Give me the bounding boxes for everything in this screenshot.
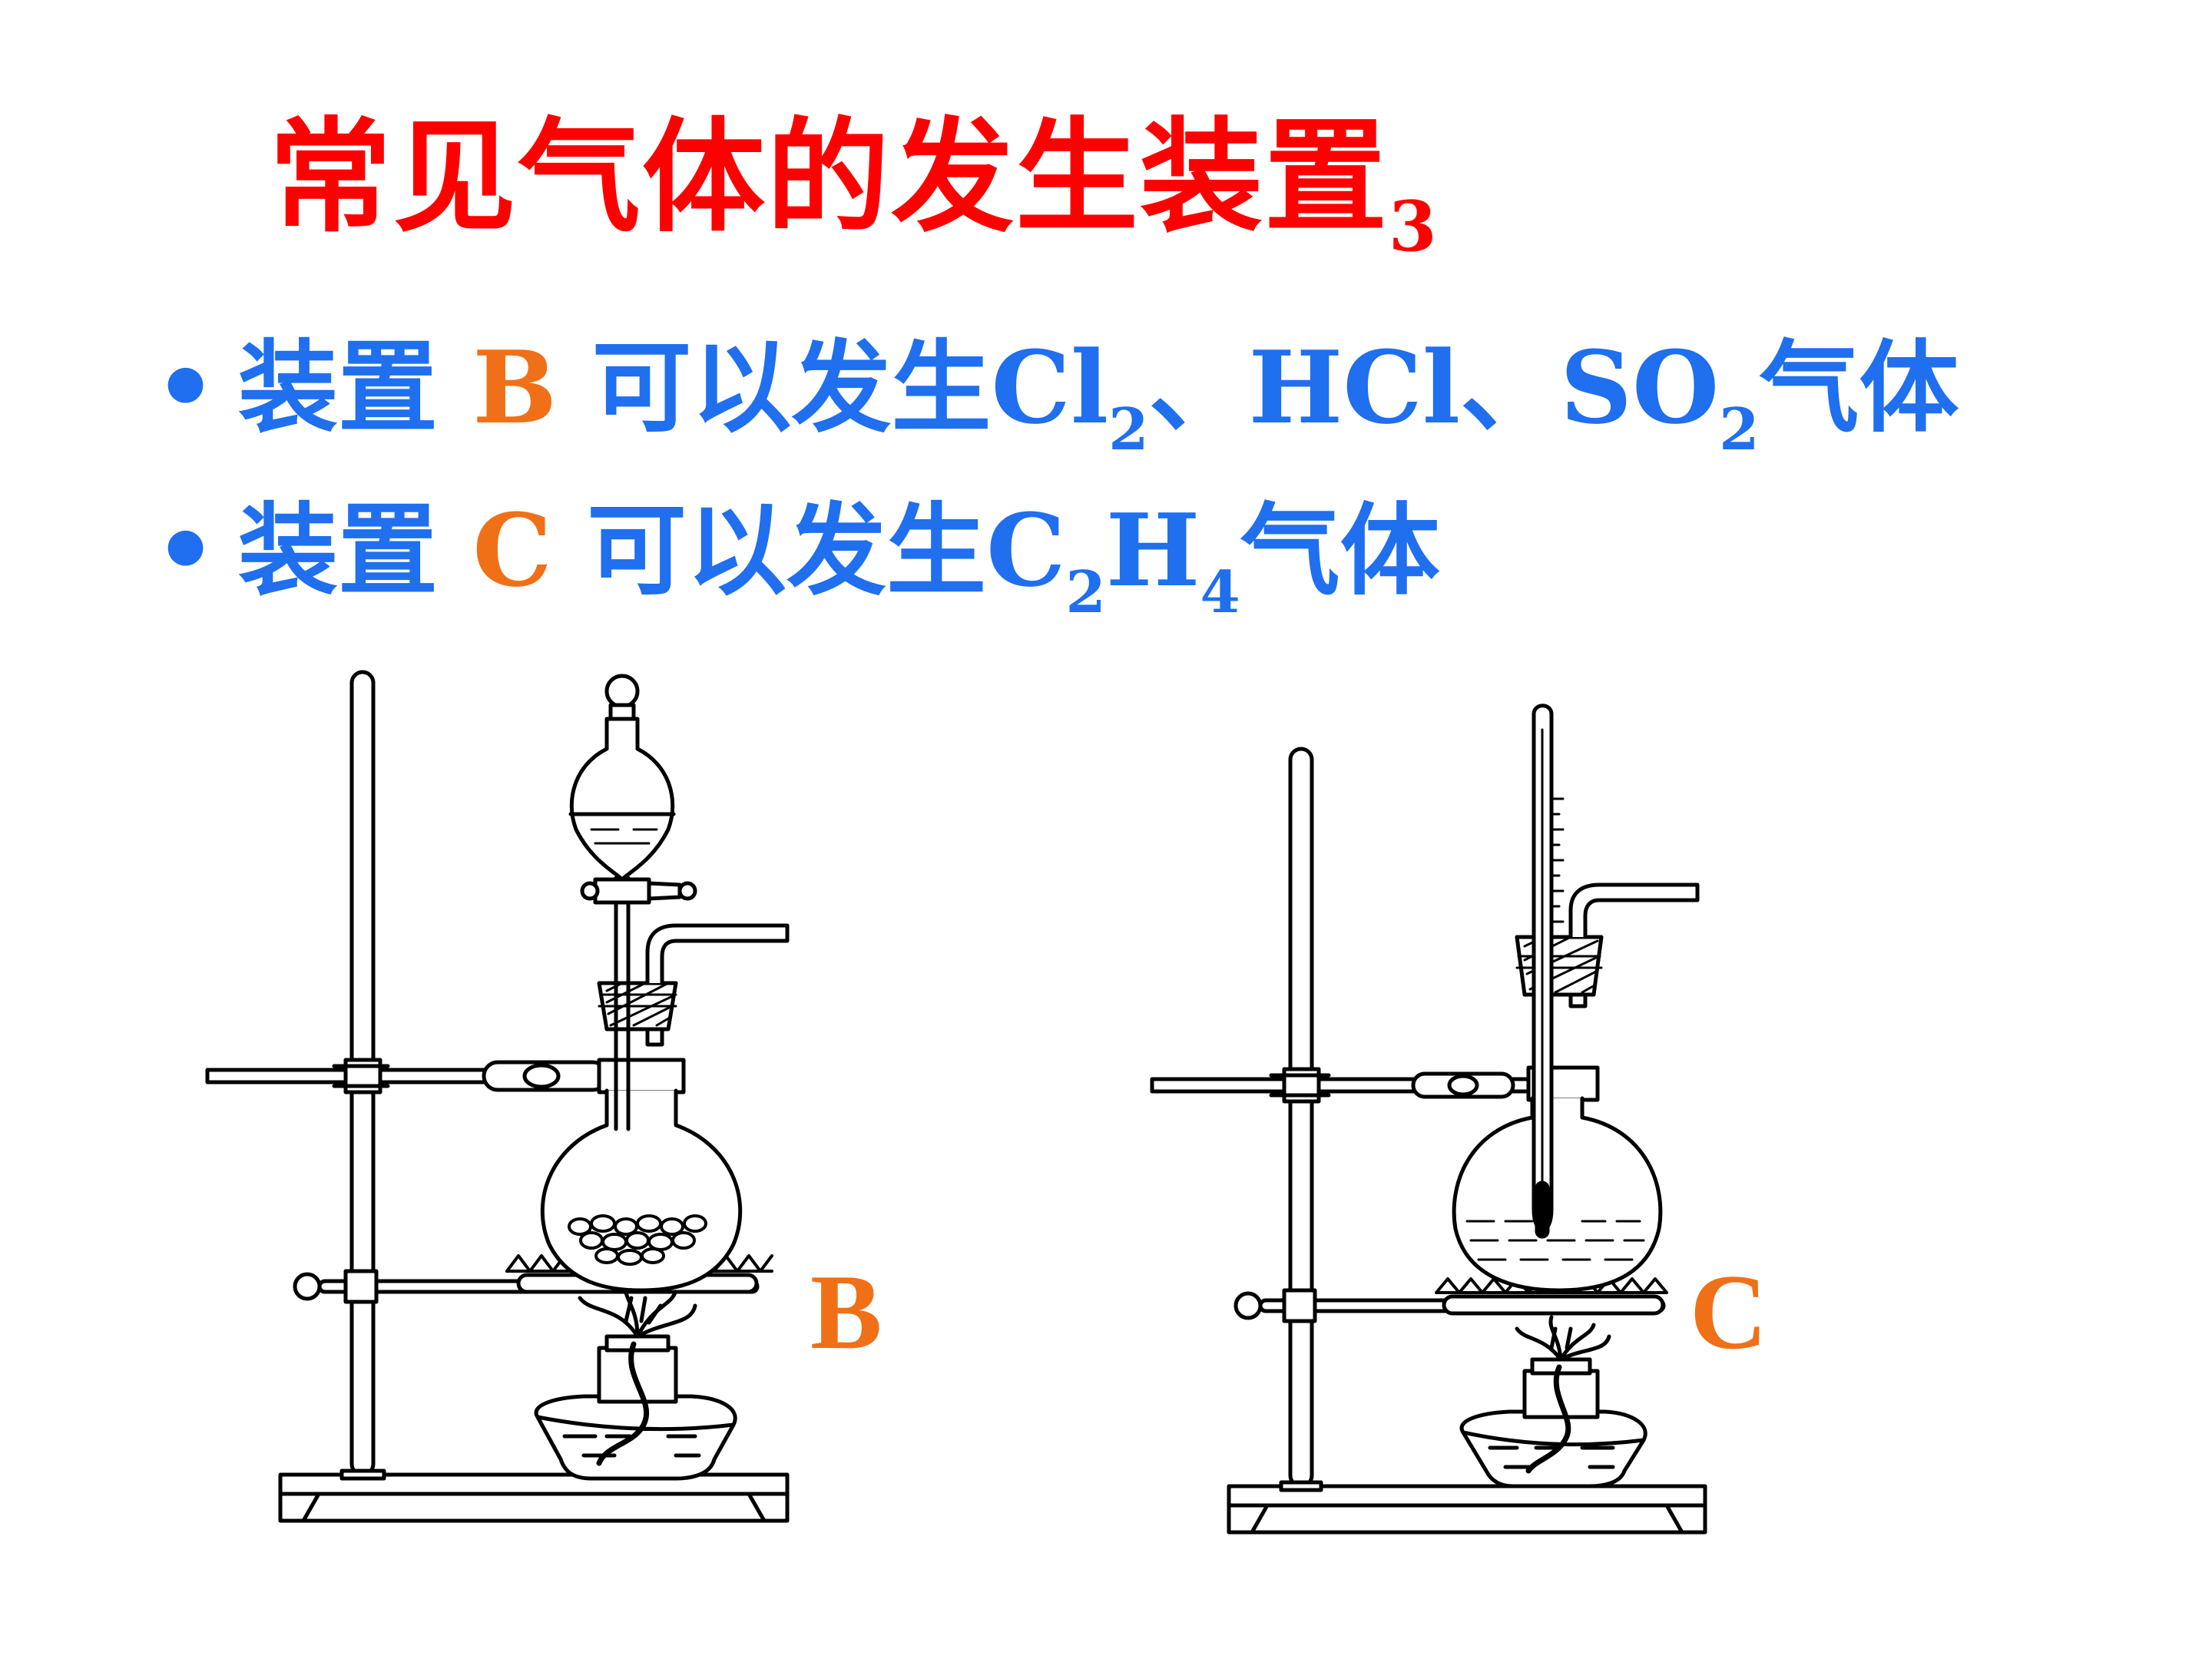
flask-clamp-b (205, 1058, 686, 1094)
rubber-stopper-c (1515, 935, 1604, 997)
page-title: 常见气体的发生装置3 (269, 104, 1439, 267)
round-flask-c (1452, 1096, 1663, 1293)
title-subscript: 3 (1389, 186, 1439, 267)
bullet-item-c: •装置 C 可以发生C2H4气体 (154, 492, 1440, 626)
separatory-funnel-b (568, 674, 697, 1131)
solid-reagent-b (568, 1214, 707, 1266)
apparatus-b (205, 670, 790, 1523)
apparatus-ref-c: C (472, 492, 552, 609)
flask-clamp-c (1150, 1065, 1600, 1104)
bullet-marker: • (154, 329, 218, 446)
alcohol-lamp-c (1459, 1315, 1647, 1488)
stand-base-c (1227, 1484, 1707, 1535)
bullet-list: •装置 B 可以发生Cl2、HCl、SO2气体 •装置 C 可以发生C2H4气体 (154, 338, 1959, 664)
apparatus-c (1150, 704, 1707, 1535)
apparatus-label-b: B (810, 1253, 882, 1372)
apparatus-label-c: C (1690, 1253, 1767, 1372)
ring-clamp-c (1233, 1277, 1668, 1323)
delivery-tube-b (645, 923, 790, 1047)
bullet-item-b: •装置 B 可以发生Cl2、HCl、SO2气体 (154, 329, 1959, 463)
delivery-tube-c (1568, 882, 1700, 1008)
stand-rod-c (1279, 747, 1323, 1492)
thermometer-c (1532, 704, 1565, 1239)
apparatus-ref-b: B (472, 329, 558, 446)
bullet-marker: • (154, 492, 218, 609)
stand-base-b (278, 1472, 790, 1523)
rubber-stopper-b (597, 981, 678, 1031)
alcohol-lamp-b (534, 1280, 737, 1481)
